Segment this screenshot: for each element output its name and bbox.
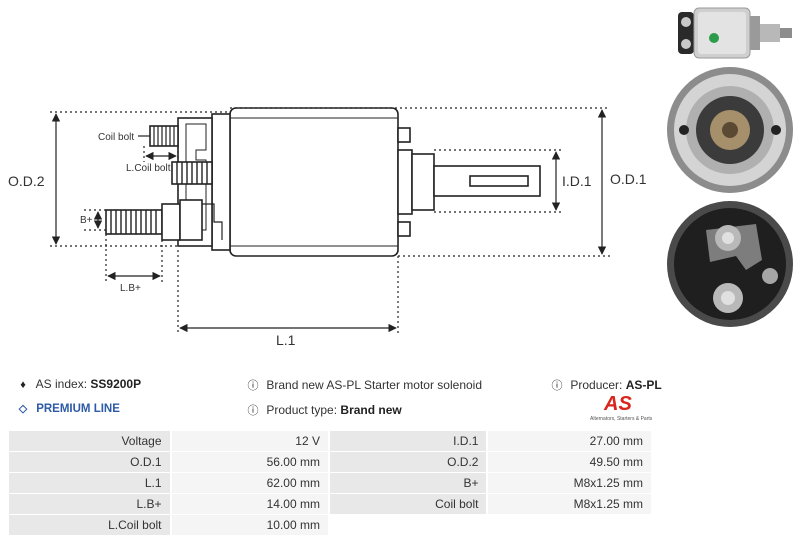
table-row: L.1 62.00 mm B+ M8x1.25 mm bbox=[9, 473, 651, 493]
solenoid-body bbox=[229, 107, 399, 257]
spec-value: 27.00 mm bbox=[486, 431, 651, 451]
diamond-icon: ◇ bbox=[18, 403, 28, 415]
info-icon: ⓘ bbox=[551, 380, 563, 392]
product-photo-rear bbox=[667, 201, 793, 327]
spec-value: 12 V bbox=[169, 431, 328, 451]
spec-table: Voltage 12 V I.D.1 27.00 mm O.D.1 56.00 … bbox=[9, 430, 651, 536]
spec-empty-cell bbox=[486, 515, 651, 535]
spec-value: 10.00 mm bbox=[169, 515, 328, 535]
producer-label: Producer: bbox=[570, 378, 623, 392]
spec-value: 49.50 mm bbox=[486, 452, 651, 472]
label-l-coil-bolt: L.Coil bolt bbox=[126, 163, 171, 174]
label-od1: O.D.1 bbox=[610, 171, 647, 187]
spec-label: L.Coil bolt bbox=[9, 515, 170, 535]
product-type-label: Product type: bbox=[266, 403, 338, 417]
spec-label: O.D.1 bbox=[9, 452, 170, 472]
spec-value: 62.00 mm bbox=[169, 473, 328, 493]
label-od2: O.D.2 bbox=[8, 173, 45, 189]
spec-label: L.B+ bbox=[9, 494, 170, 514]
info-icon: ⓘ bbox=[247, 405, 259, 417]
label-coil-bolt: Coil bolt bbox=[98, 132, 134, 143]
product-photo-side bbox=[662, 2, 796, 64]
table-row: L.Coil bolt 10.00 mm bbox=[9, 515, 651, 535]
description: ⓘ Brand new AS-PL Starter motor solenoid bbox=[246, 377, 483, 393]
dimension-drawing: O.D.2 O.D.1 I.D.1 L.1 L.B+ B+ Coil bolt … bbox=[8, 107, 647, 348]
spec-label: L.1 bbox=[9, 473, 170, 493]
tag-icon: ♦ bbox=[20, 379, 26, 391]
label-id1: I.D.1 bbox=[562, 173, 592, 189]
spec-empty-cell bbox=[327, 515, 487, 535]
table-row: Voltage 12 V I.D.1 27.00 mm bbox=[9, 431, 651, 451]
label-bplus: B+ bbox=[80, 215, 93, 226]
product-type: ⓘ Product type: Brand new bbox=[246, 402, 402, 418]
premium-line-text: PREMIUM LINE bbox=[36, 403, 120, 415]
producer: ⓘ Producer: AS-PL bbox=[550, 377, 662, 393]
description-text: Brand new AS-PL Starter motor solenoid bbox=[266, 378, 483, 392]
spec-label: B+ bbox=[327, 473, 487, 493]
spec-label: O.D.2 bbox=[327, 452, 487, 472]
spec-value: 14.00 mm bbox=[169, 494, 328, 514]
label-lb: L.B+ bbox=[120, 283, 141, 294]
spec-value: M8x1.25 mm bbox=[486, 494, 651, 514]
table-row: L.B+ 14.00 mm Coil bolt M8x1.25 mm bbox=[9, 494, 651, 514]
premium-line: ◇ PREMIUM LINE bbox=[16, 402, 120, 415]
spec-value: 56.00 mm bbox=[169, 452, 328, 472]
label-l1: L.1 bbox=[276, 332, 296, 348]
product-type-value: Brand new bbox=[340, 403, 402, 417]
spec-value: M8x1.25 mm bbox=[486, 473, 651, 493]
product-photo-front bbox=[667, 67, 793, 193]
producer-value: AS-PL bbox=[625, 378, 662, 392]
as-index-label: AS index: bbox=[35, 377, 88, 391]
info-icon: ⓘ bbox=[247, 380, 259, 392]
logo-text: AS bbox=[604, 393, 632, 415]
as-index-value: SS9200P bbox=[90, 377, 142, 391]
as-pl-logo: AS Alternators, Starters & Parts bbox=[590, 393, 652, 425]
logo-tagline: Alternators, Starters & Parts bbox=[590, 416, 653, 422]
spec-label: I.D.1 bbox=[327, 431, 487, 451]
spec-label: Coil bolt bbox=[327, 494, 487, 514]
as-index: ♦ AS index: SS9200P bbox=[16, 377, 141, 391]
spec-label: Voltage bbox=[9, 431, 170, 451]
table-row: O.D.1 56.00 mm O.D.2 49.50 mm bbox=[9, 452, 651, 472]
